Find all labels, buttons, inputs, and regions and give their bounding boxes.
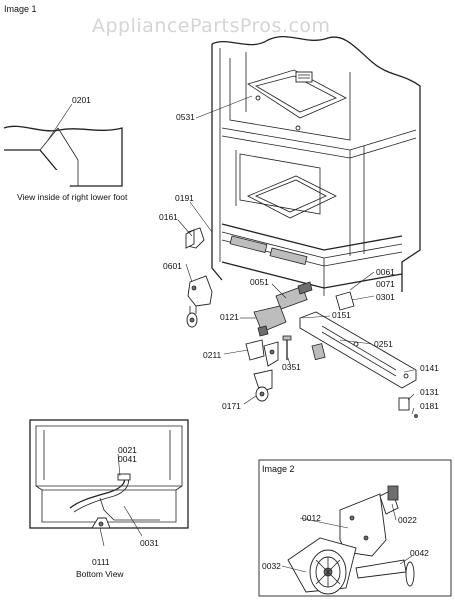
label-0021: 0021	[118, 445, 137, 455]
foot-detail-view	[3, 103, 123, 187]
label-0181: 0181	[420, 401, 439, 411]
label-0161: 0161	[159, 212, 178, 222]
label-0061: 0061	[376, 267, 395, 277]
label-0031: 0031	[140, 538, 159, 548]
label-0051: 0051	[250, 277, 269, 287]
refrigerator-cabinet	[211, 35, 421, 296]
label-0601: 0601	[163, 261, 182, 271]
label-0111: 0111	[92, 557, 110, 567]
label-0042: 0042	[410, 548, 429, 558]
bottom-view	[29, 419, 189, 547]
label-0071: 0071	[376, 279, 395, 289]
watermark-text: AppliancePartsPros.com	[92, 15, 331, 37]
label-0301: 0301	[376, 292, 395, 302]
leader-lines	[177, 95, 415, 415]
label-0032: 0032	[262, 561, 281, 571]
label-0531: 0531	[176, 112, 195, 122]
image2-inset	[258, 459, 452, 597]
caption-foot-view: View inside of right lower foot	[17, 192, 128, 202]
label-0171: 0171	[222, 401, 241, 411]
label-0251: 0251	[374, 339, 393, 349]
label-0012: 0012	[302, 513, 321, 523]
image2-title: Image 2	[262, 464, 295, 474]
label-0121: 0121	[220, 312, 239, 322]
label-0131: 0131	[420, 387, 439, 397]
label-0141: 0141	[420, 363, 439, 373]
label-0351: 0351	[282, 362, 301, 372]
image1-title: Image 1	[4, 4, 37, 14]
label-0211: 0211	[203, 350, 222, 360]
label-0022: 0022	[398, 515, 417, 525]
label-0201: 0201	[72, 95, 91, 105]
label-0191: 0191	[175, 193, 194, 203]
label-0151: 0151	[332, 310, 351, 320]
caption-bottom-view: Bottom View	[76, 569, 124, 579]
label-0041: 0041	[118, 454, 137, 464]
front-roller-assembly	[185, 227, 418, 418]
